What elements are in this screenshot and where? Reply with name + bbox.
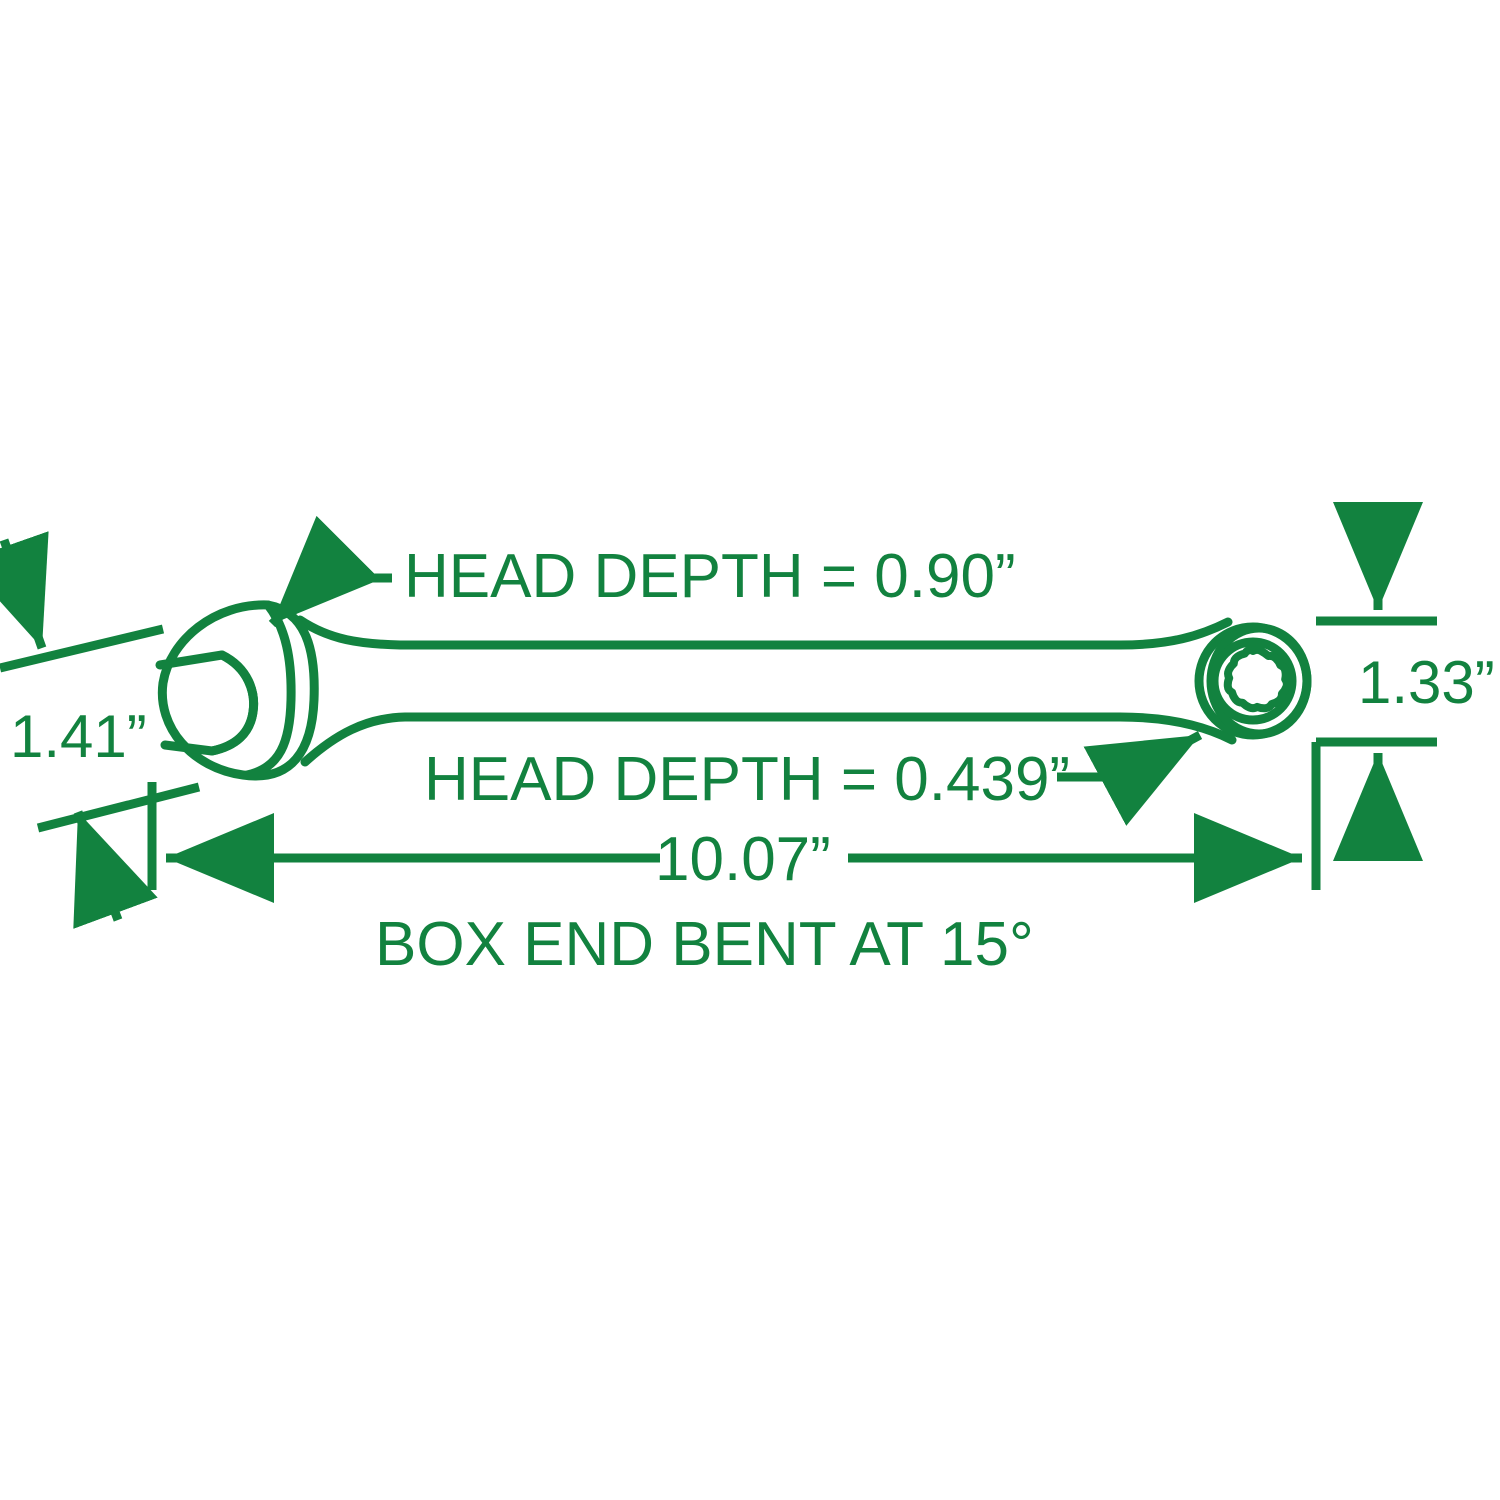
label-head-depth-box: HEAD DEPTH = 0.439” — [424, 745, 1070, 814]
ext-line-open-upper — [0, 624, 165, 673]
box-end-inner-circle — [1209, 637, 1297, 725]
dimension-label-overall-length: 10.07” — [655, 825, 831, 894]
dimension-overall-length — [147, 742, 1321, 903]
dim-arrow-open-lower — [73, 810, 158, 929]
wrench-body — [155, 600, 1312, 781]
leader-head-depth-box — [1057, 731, 1203, 826]
leader-head-depth-open — [268, 515, 392, 628]
dimension-box-end-width — [1316, 502, 1437, 861]
leader-line-head-depth-open — [268, 515, 392, 628]
dimension-open-end-width — [0, 531, 201, 929]
label-head-depth-open: HEAD DEPTH = 0.90” — [404, 542, 1016, 611]
handle-upper-edge — [295, 615, 1233, 650]
open-end-jaw-back-arc — [207, 650, 259, 756]
ext-line-open-lower — [36, 782, 201, 833]
box-end-twelve-point-profile — [1223, 645, 1291, 713]
dimension-label-box-end-width: 1.33” — [1358, 649, 1495, 716]
open-end-head-inner-rim — [242, 600, 296, 780]
note-box-end-bend: BOX END BENT AT 15° — [375, 910, 1034, 979]
dim-arrow-open-upper — [0, 531, 49, 650]
handle-lower-edge — [300, 712, 1237, 767]
dimension-label-open-end-width: 1.41” — [10, 703, 147, 770]
leader-line-head-depth-box — [1057, 731, 1203, 826]
